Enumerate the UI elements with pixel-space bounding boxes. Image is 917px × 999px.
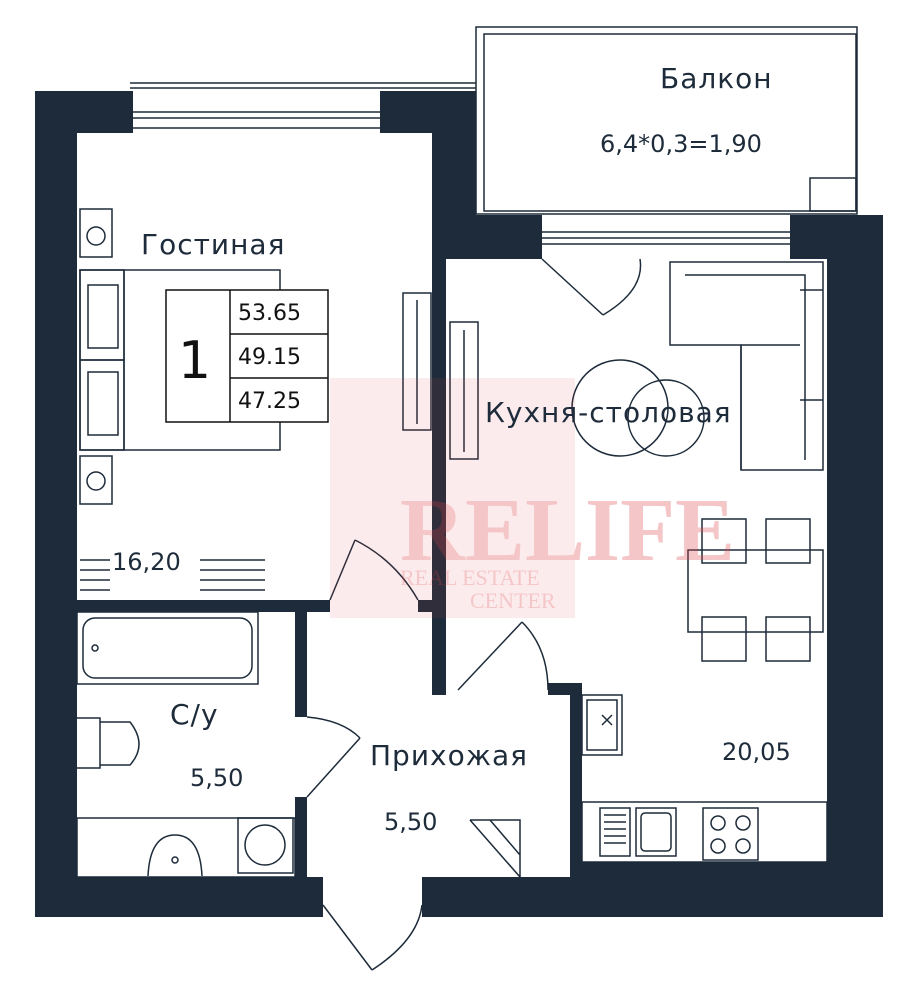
room-name-hallway: Прихожая	[370, 739, 528, 772]
watermark-line1: REAL ESTATE	[400, 565, 540, 590]
rooms-count: 1	[178, 331, 211, 391]
balcony-outline	[130, 26, 858, 215]
total-area: 53.65	[238, 301, 301, 326]
room-area-living: 16,20	[112, 548, 181, 576]
watermark: RELIFE REAL ESTATE CENTER	[330, 378, 735, 618]
radiators	[80, 292, 479, 591]
area-without-balcony: 49.15	[238, 345, 301, 370]
windows	[133, 111, 790, 245]
hallway-closet	[469, 819, 521, 878]
room-name-kitchen: Кухня-столовая	[485, 396, 732, 429]
room-area-balcony: 6,4*0,3=1,90	[600, 130, 762, 158]
room-area-kitchen: 20,05	[722, 738, 791, 766]
bathroom-fixtures	[76, 611, 296, 878]
areas-box: 1 53.65 49.15 47.25	[165, 289, 329, 423]
room-area-bathroom: 5,50	[190, 764, 243, 792]
watermark-brand: RELIFE	[400, 481, 735, 580]
round-table	[571, 359, 705, 457]
dining-table	[687, 518, 824, 662]
sofa	[669, 261, 824, 471]
living-space-area: 47.25	[238, 389, 301, 414]
room-area-hallway: 5,50	[384, 808, 437, 836]
room-name-balcony: Балкон	[660, 62, 773, 95]
room-name-living: Гостиная	[141, 228, 285, 261]
walls	[35, 91, 883, 917]
doors	[306, 258, 642, 971]
watermark-line2: CENTER	[470, 588, 556, 613]
kitchen-units	[581, 694, 828, 863]
room-name-bathroom: С/у	[170, 698, 219, 731]
